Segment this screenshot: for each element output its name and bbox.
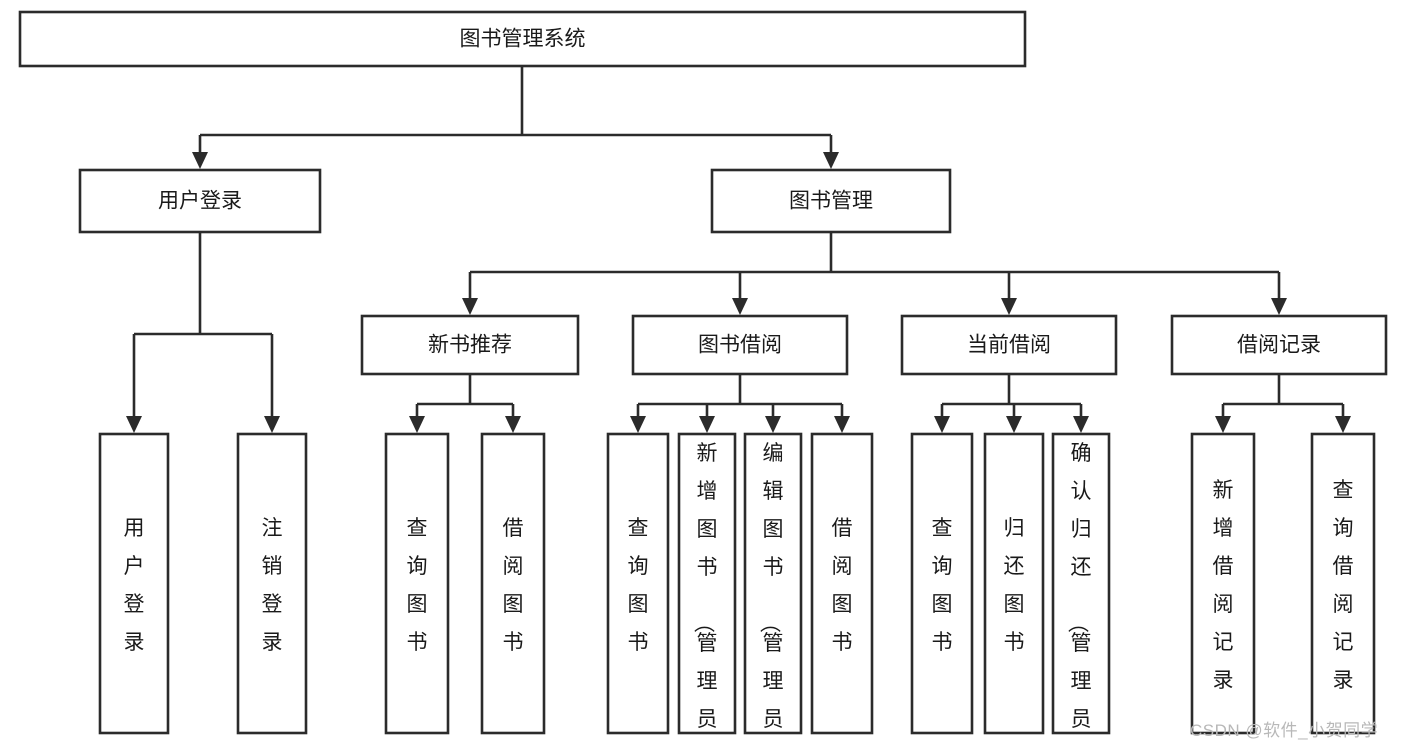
node-label: 借阅记录: [1237, 334, 1321, 357]
node-leaf-borrow-book-recommend[interactable]: 借阅图书: [480, 432, 546, 735]
node-label: 编辑图书（管理员）: [758, 442, 784, 747]
node-label: 新增图书（管理员）: [692, 442, 718, 747]
connector-book-borrow-to-leaves: [630, 374, 850, 433]
node-label: 借阅图书: [503, 517, 524, 654]
node-leaf-add-borrow-record[interactable]: 新增借阅记录: [1190, 432, 1256, 735]
node-new-book-recommend[interactable]: 新书推荐: [360, 314, 580, 376]
node-label: 查询图书: [932, 517, 953, 654]
node-label: 当前借阅: [967, 334, 1051, 357]
node-label: 查询借阅记录: [1333, 479, 1354, 692]
node-leaf-user-login[interactable]: 用户登录: [98, 432, 170, 735]
node-leaf-return-book[interactable]: 归还图书: [983, 432, 1045, 735]
connectors-layer: [126, 66, 1351, 433]
node-leaf-edit-book[interactable]: 编辑图书（管理员）: [743, 432, 803, 747]
node-leaf-add-book[interactable]: 新增图书（管理员）: [677, 432, 737, 747]
node-book-borrow[interactable]: 图书借阅: [631, 314, 849, 376]
node-label: 注销登录: [262, 517, 283, 654]
node-label: 借阅图书: [832, 517, 853, 654]
node-label: 用户登录: [158, 190, 242, 213]
node-current-borrow[interactable]: 当前借阅: [900, 314, 1118, 376]
node-label: 确认归还（管理员）: [1066, 442, 1092, 747]
nodes-layer: 图书管理系统用户登录图书管理新书推荐图书借阅当前借阅借阅记录用户登录注销登录查询…: [18, 10, 1388, 747]
node-user-login[interactable]: 用户登录: [78, 168, 322, 234]
connector-borrow-record-to-leaves: [1215, 374, 1351, 433]
connector-root-to-level1: [192, 66, 839, 169]
connector-book-manage-to-level2: [462, 232, 1287, 315]
node-label: 查询图书: [407, 517, 428, 654]
node-leaf-query-borrow-record[interactable]: 查询借阅记录: [1310, 432, 1376, 735]
node-leaf-query-book-recommend[interactable]: 查询图书: [384, 432, 450, 735]
node-borrow-record[interactable]: 借阅记录: [1170, 314, 1388, 376]
connector-user-login-to-leaves: [126, 232, 280, 433]
node-label: 查询图书: [628, 517, 649, 654]
node-label: 用户登录: [124, 517, 145, 654]
node-leaf-query-book-current[interactable]: 查询图书: [910, 432, 974, 735]
node-label: 新书推荐: [428, 334, 512, 357]
node-leaf-query-book-borrow[interactable]: 查询图书: [606, 432, 670, 735]
node-label: 图书管理: [789, 190, 873, 213]
node-label: 图书管理系统: [460, 28, 586, 51]
connector-new-book-recommend-to-leaves: [409, 374, 521, 433]
connector-current-borrow-to-leaves: [934, 374, 1089, 433]
node-label: 归还图书: [1004, 517, 1025, 654]
node-root[interactable]: 图书管理系统: [18, 10, 1027, 68]
node-leaf-user-logout[interactable]: 注销登录: [236, 432, 308, 735]
node-leaf-borrow-book[interactable]: 借阅图书: [810, 432, 874, 735]
node-book-manage[interactable]: 图书管理: [710, 168, 952, 234]
node-label: 图书借阅: [698, 334, 782, 357]
node-label: 新增借阅记录: [1213, 479, 1234, 692]
node-leaf-confirm-return[interactable]: 确认归还（管理员）: [1051, 432, 1111, 747]
